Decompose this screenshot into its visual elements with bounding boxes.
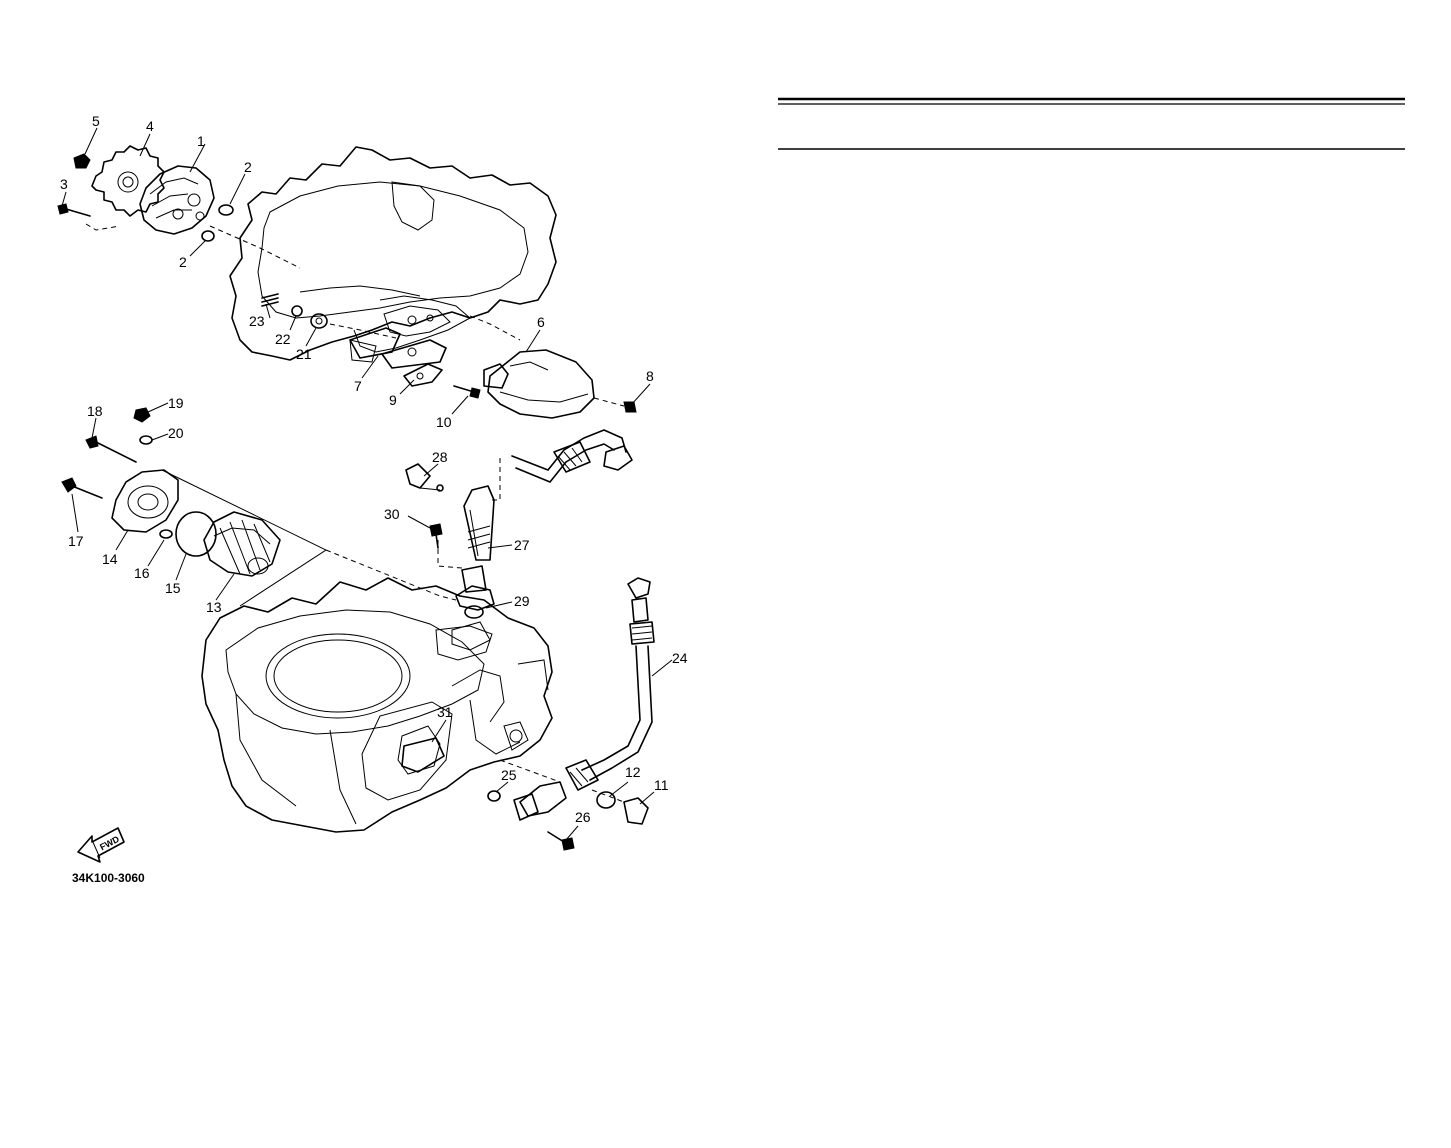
oil-delivery-pipe [405, 429, 633, 651]
callout-13: 13 [206, 599, 222, 615]
callout-22: 22 [275, 331, 291, 347]
callout-31: 31 [437, 704, 453, 720]
callout-17: 17 [68, 533, 84, 549]
callout-4: 4 [146, 118, 154, 134]
callout-3: 3 [60, 176, 68, 192]
upper-crankcase-cover [229, 146, 557, 363]
callout-2: 2 [244, 159, 252, 175]
callout-labels: 1 2 2 3 4 5 6 7 8 9 10 11 12 13 14 15 16… [60, 113, 688, 825]
oil-pipe-24 [401, 577, 655, 851]
callout-12: 12 [625, 764, 641, 780]
callout-30: 30 [384, 506, 400, 522]
fwd-arrow-icon: FWD [77, 827, 125, 863]
oil-filter-assembly [61, 407, 328, 607]
callout-16: 16 [134, 565, 150, 581]
callout-28: 28 [432, 449, 448, 465]
callout-24: 24 [672, 650, 688, 666]
callout-8: 8 [646, 368, 654, 384]
callout-27: 27 [514, 537, 530, 553]
oil-pump-assembly [57, 145, 301, 269]
callout-18: 18 [87, 403, 103, 419]
oil-strainer [469, 315, 637, 419]
callout-26: 26 [575, 809, 591, 825]
callout-leaders [61, 127, 673, 841]
lower-crankcase [201, 549, 553, 833]
callout-1: 1 [197, 133, 205, 149]
callout-29: 29 [514, 593, 530, 609]
callout-23: 23 [249, 313, 265, 329]
callout-14: 14 [102, 551, 118, 567]
callout-9: 9 [389, 392, 397, 408]
callout-21: 21 [296, 346, 312, 362]
callout-20: 20 [168, 425, 184, 441]
callout-25: 25 [501, 767, 517, 783]
callout-7: 7 [354, 378, 362, 394]
drawing-code: 34K100-3060 [72, 871, 145, 885]
strainer-bracket [349, 327, 481, 399]
callout-2b: 2 [179, 254, 187, 270]
callout-19: 19 [168, 395, 184, 411]
callout-6: 6 [537, 314, 545, 330]
callout-11: 11 [654, 777, 669, 793]
small-parts-21-23 [261, 293, 397, 339]
callout-15: 15 [165, 580, 181, 596]
callout-10: 10 [436, 414, 452, 430]
header-rules [778, 97, 1405, 150]
callout-5: 5 [92, 113, 100, 129]
